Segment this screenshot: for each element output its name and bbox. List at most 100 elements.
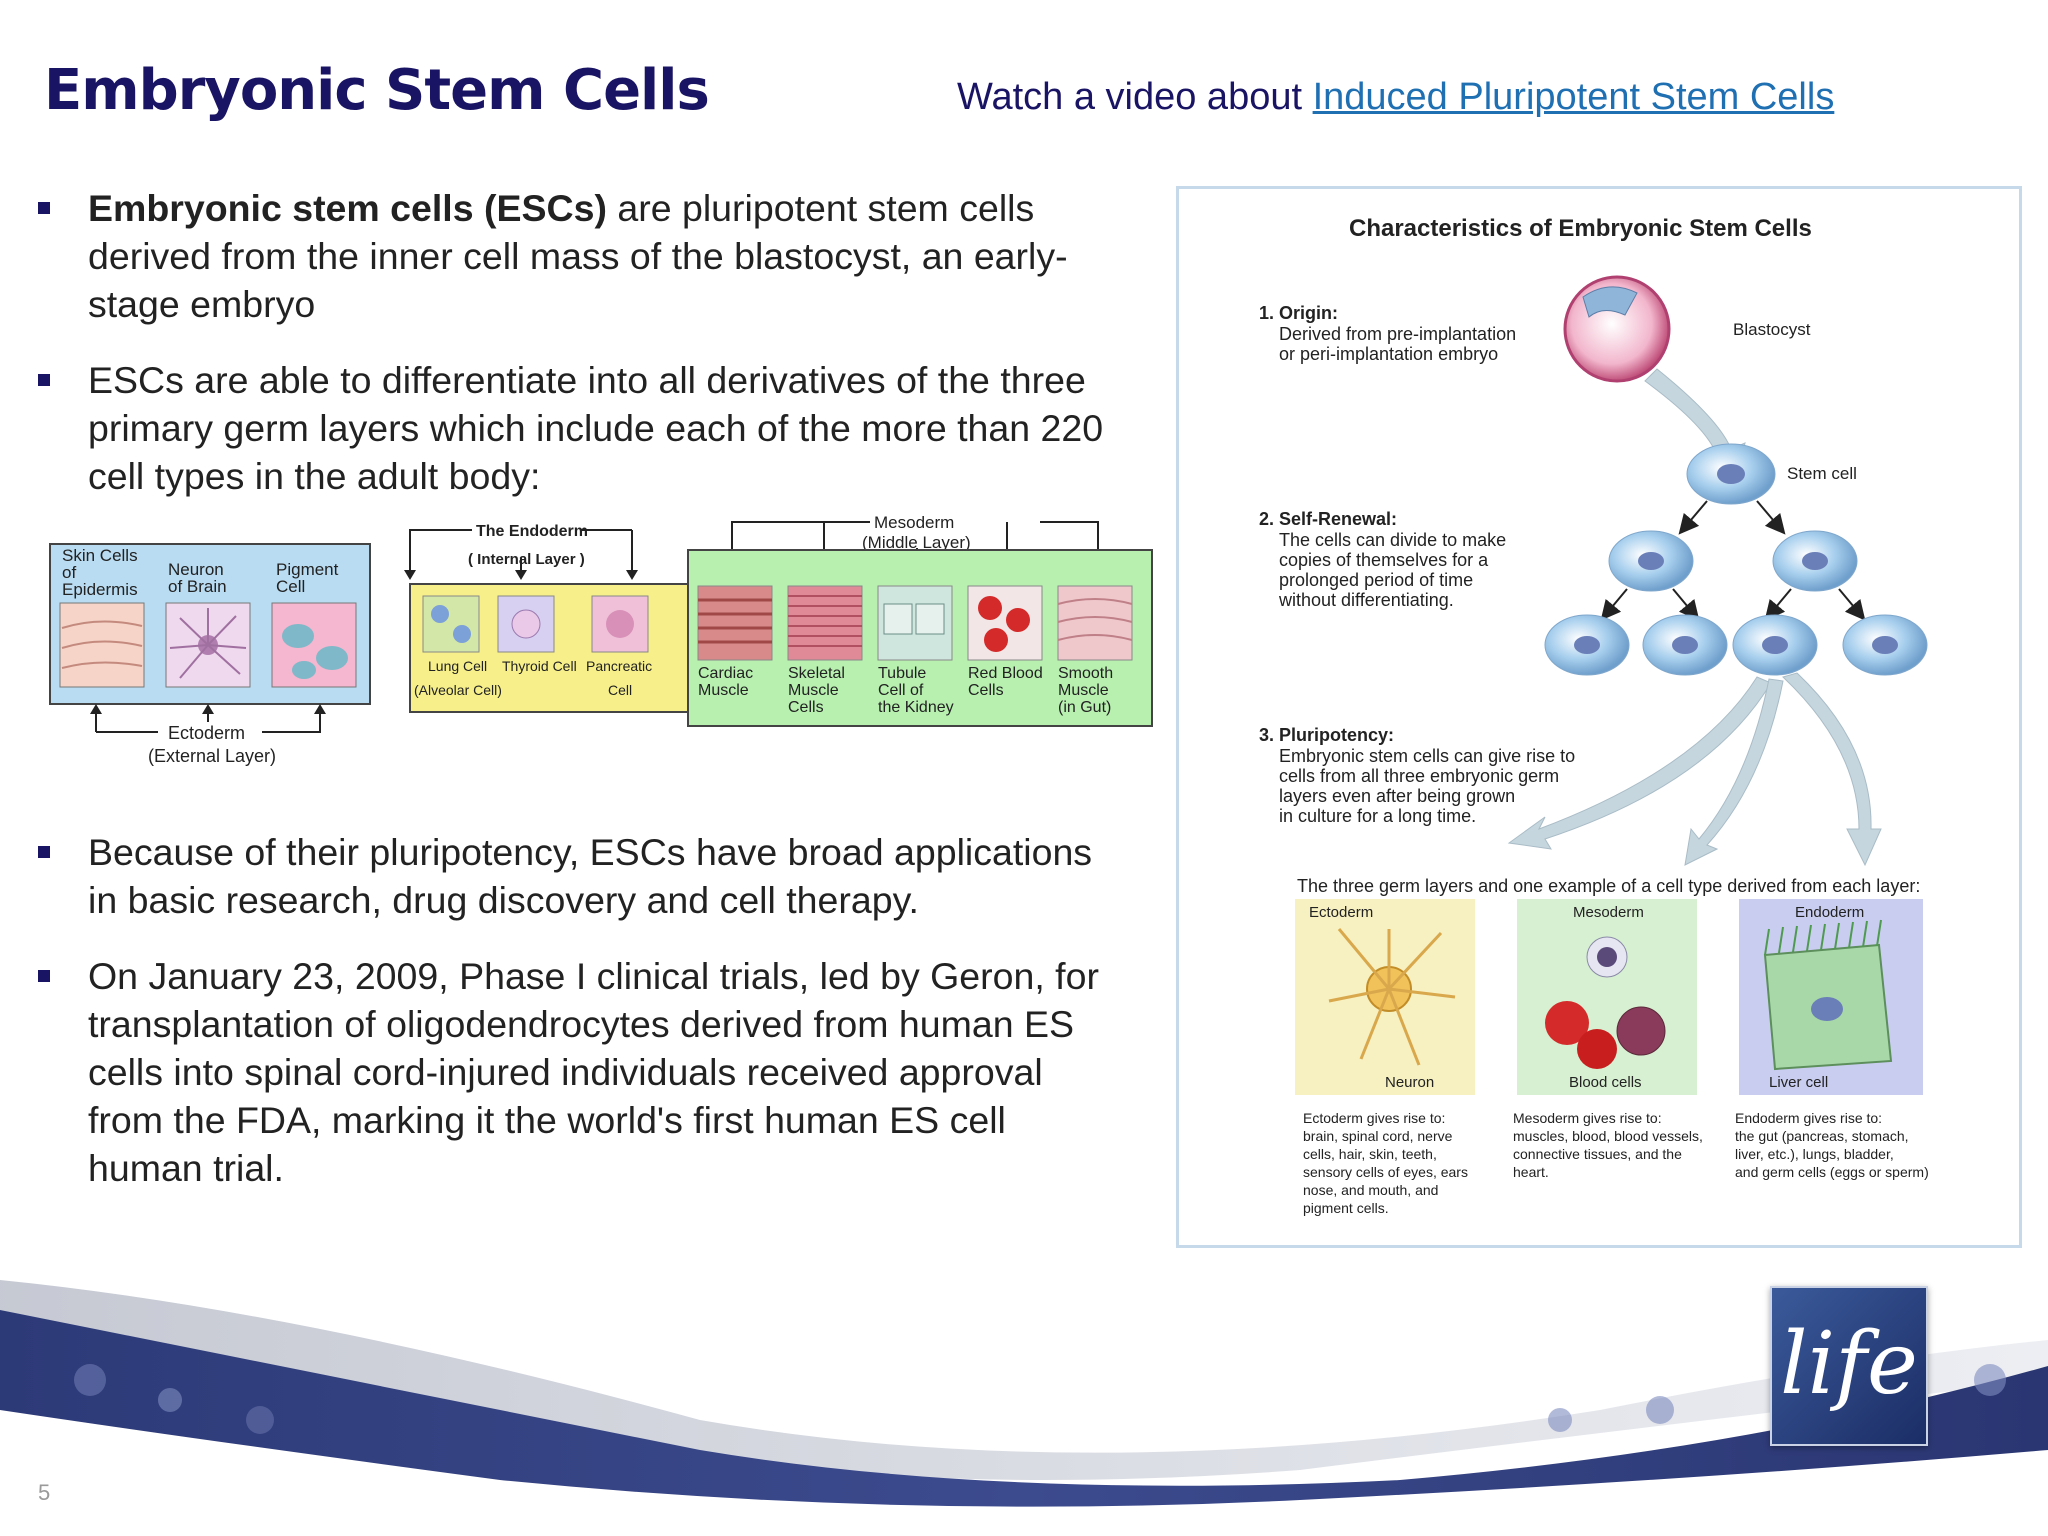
stem-cell-label: Stem cell [1787, 464, 1857, 483]
ecto-panel-cell: Neuron [1385, 1074, 1434, 1091]
self-renewal-heading: 2. Self-Renewal: [1259, 509, 1397, 529]
ecto-label: Ectoderm [168, 723, 245, 743]
meso-cell-2-l3: Cells [788, 699, 824, 716]
thyroid-cell [511, 609, 541, 639]
figure-canvas: Characteristics of Embryonic Stem Cells … [1259, 215, 1929, 1216]
skin-texture [61, 620, 143, 669]
endo-label: The Endoderm [476, 523, 588, 540]
ectoderm-panel: Ectoderm Neuron [1295, 899, 1475, 1095]
bullet-text: Because of their pluripotency, ESCs have… [88, 831, 1093, 921]
bullet-list-top: Embryonic stem cells (ESCs) are pluripot… [38, 184, 1128, 528]
meso-cell-4-l2: Cells [968, 682, 1004, 699]
neuron-dendrites [169, 608, 247, 679]
ecto-cell-1-l1: Skin Cells [62, 546, 138, 565]
self-renewal-line-4: without differentiating. [1278, 590, 1454, 610]
endo-desc-2: the gut (pancreas, stomach, [1735, 1128, 1909, 1144]
ecto-label-bg [158, 722, 262, 742]
stem-cell-nucleus [1717, 464, 1745, 484]
granddaughter-nucleus-4 [1872, 636, 1898, 654]
daughter-nucleus-left [1638, 552, 1664, 570]
blastocyst-label: Blastocyst [1733, 320, 1811, 339]
division-arrow-right [1756, 500, 1786, 535]
granddaughter-nucleus-1 [1574, 636, 1600, 654]
ecto-desc-2: brain, spinal cord, nerve [1303, 1128, 1453, 1144]
meso-cell-5-l2: Muscle [1058, 682, 1109, 699]
video-link[interactable]: Induced Pluripotent Stem Cells [1312, 76, 1835, 118]
ecto-cell-3-l2: Cell [276, 577, 305, 596]
bullet-bold: Embryonic stem cells (ESCs) [88, 187, 607, 229]
meso-cell-3-l2: Cell of [878, 682, 924, 699]
endo-panel-layer: Endoderm [1795, 904, 1864, 921]
origin-line-2: or peri-implantation embryo [1279, 344, 1498, 364]
ecto-desc-6: pigment cells. [1303, 1200, 1389, 1216]
pluripotency-line-3: layers even after being grown [1279, 786, 1515, 806]
life-logo: life [1770, 1286, 1928, 1446]
pigment-cell-c [292, 661, 316, 679]
diff-arrow-mesoderm [1684, 678, 1784, 866]
pluripotency-heading: 3. Pluripotency: [1259, 725, 1394, 745]
tubule-cell-a [883, 603, 913, 635]
bullet-text: ESCs are able to differentiate into all … [88, 359, 1104, 497]
pigment-cell-b [316, 646, 348, 670]
page-number: 5 [38, 1480, 51, 1505]
cardiac-striations [698, 598, 772, 644]
lung-cell-tile [422, 595, 480, 653]
footer-grey-band [0, 1280, 2048, 1480]
granddaughter-nucleus-3 [1762, 636, 1788, 654]
liver-villi [1764, 919, 1882, 956]
smooth-fibers [1057, 598, 1133, 641]
division-arrow-2d [1838, 588, 1866, 621]
meso-desc-1: Mesoderm gives rise to: [1513, 1110, 1662, 1126]
meso-desc-2: muscles, blood, blood vessels, [1513, 1128, 1703, 1144]
ecto-cell-2-l2: of Brain [168, 577, 227, 596]
endo-sublabel: ( Internal Layer ) [468, 551, 585, 568]
meso-label: Mesoderm [874, 513, 954, 532]
footer-bubble-3 [246, 1406, 274, 1434]
bullet-marker [38, 202, 50, 214]
meso-cell-5-l3: (in Gut) [1058, 699, 1111, 716]
ecto-cell-1-l2: of [62, 563, 76, 582]
division-arrow-left [1678, 500, 1708, 535]
meso-panel-layer: Mesoderm [1573, 904, 1644, 921]
meso-desc-3: connective tissues, and the [1513, 1146, 1682, 1162]
diff-arrow-ectoderm [1507, 676, 1772, 850]
footer-blue-band [0, 1310, 2048, 1507]
endoderm-panel: Endoderm Liver cell [1739, 899, 1923, 1095]
bullet-item: Because of their pluripotency, ESCs have… [38, 828, 1128, 924]
ecto-desc-3: cells, hair, skin, teeth, [1303, 1146, 1437, 1162]
self-renewal-line-2: copies of themselves for a [1279, 550, 1489, 570]
meso-cell-3-l3: the Kidney [878, 699, 954, 716]
meso-cell-2-l2: Muscle [788, 682, 839, 699]
meso-cell-5-l1: Smooth [1058, 665, 1113, 682]
bullet-item: Embryonic stem cells (ESCs) are pluripot… [38, 184, 1128, 328]
skeletal-tile [787, 585, 863, 661]
meso-sublabel: (Middle Layer) [862, 533, 971, 552]
inner-cell-mass [1582, 286, 1638, 318]
footer-bubble-5 [1646, 1396, 1674, 1424]
germ-layer-caption: The three germ layers and one example of… [1297, 876, 1920, 896]
lung-cell-b [453, 625, 471, 643]
meso-cell-1-l1: Cardiac [698, 665, 753, 682]
blood-cell-c [1616, 1006, 1666, 1056]
endo-desc-1: Endoderm gives rise to: [1735, 1110, 1882, 1126]
rbc-tile [967, 585, 1043, 661]
pluripotency-line-4: in culture for a long time. [1279, 806, 1476, 826]
skeletal-striations [788, 595, 862, 647]
mesoderm-panel: Mesoderm Blood cells [1517, 899, 1697, 1095]
endo-desc-3: liver, etc.), lungs, bladder, [1735, 1146, 1894, 1162]
footer-decoration [0, 1280, 2048, 1507]
endoderm-group: The Endoderm ( Internal Layer ) Lung Cel… [404, 523, 705, 713]
tubule-cell-b [915, 603, 945, 635]
ecto-arrowheads [90, 704, 326, 714]
figure-title: Characteristics of Embryonic Stem Cells [1349, 215, 1812, 242]
slide-title: Embryonic Stem Cells [44, 58, 710, 123]
endo-bracket [409, 529, 633, 572]
endo-cell-2-l1: Thyroid Cell [502, 658, 577, 674]
ecto-panel-layer: Ectoderm [1309, 904, 1373, 921]
meso-cell-1-l2: Muscle [698, 682, 749, 699]
cardiac-tile [697, 585, 773, 661]
meso-panel-cell: Blood cells [1569, 1074, 1642, 1091]
bullet-marker [38, 846, 50, 858]
meso-desc-4: heart. [1513, 1164, 1549, 1180]
